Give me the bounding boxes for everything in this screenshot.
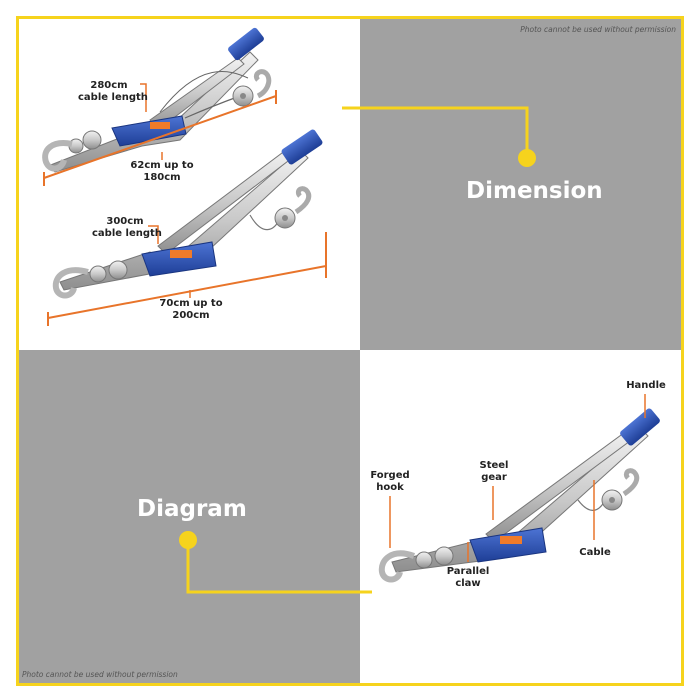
- span-label-small: 62cm up to 180cm: [130, 160, 194, 183]
- dimension-heading: Dimension: [466, 178, 603, 204]
- diagram-heading: Diagram: [137, 496, 247, 522]
- cable-puller-small: [42, 27, 277, 186]
- connector-dot-diagram: [179, 531, 197, 549]
- cable-puller-large: [47, 129, 327, 326]
- cable-puller-diagram: [378, 394, 660, 583]
- blue-housing-icon: [469, 527, 547, 563]
- hook-icon: [622, 468, 640, 497]
- connector-dot-dimension: [518, 149, 536, 167]
- dimension-line: [43, 95, 277, 179]
- part-label-forged-hook: Forged hook: [370, 470, 410, 493]
- hook-icon: [294, 186, 312, 215]
- blue-housing-icon: [141, 241, 217, 277]
- permission-notice-top: Photo cannot be used without permission: [520, 25, 676, 34]
- part-label-handle: Handle: [626, 380, 666, 391]
- dimension-heading-panel: [360, 19, 681, 350]
- part-label-steel-gear: Steel gear: [479, 460, 509, 483]
- part-label-parallel-claw: Parallel claw: [446, 566, 490, 589]
- part-label-cable: Cable: [579, 547, 611, 558]
- cable-length-label-small: 280cm cable length: [78, 80, 148, 103]
- handle-grip-icon: [281, 129, 323, 165]
- yellow-frame-border: [16, 16, 684, 686]
- hook-icon: [253, 69, 272, 99]
- span-label-large: 70cm up to 200cm: [159, 298, 223, 321]
- cable-length-label-large: 300cm cable length: [92, 216, 162, 239]
- handle-grip-icon: [228, 27, 264, 61]
- hook-icon: [378, 550, 416, 583]
- hook-icon: [52, 267, 89, 299]
- hook-icon: [42, 140, 73, 172]
- permission-notice-bottom: Photo cannot be used without permission: [22, 670, 178, 679]
- diagram-heading-panel: [19, 350, 360, 683]
- dimension-line: [47, 265, 327, 319]
- connector-diagram: [186, 540, 372, 594]
- handle-grip-icon: [620, 408, 660, 446]
- connector-dimension: [342, 106, 529, 158]
